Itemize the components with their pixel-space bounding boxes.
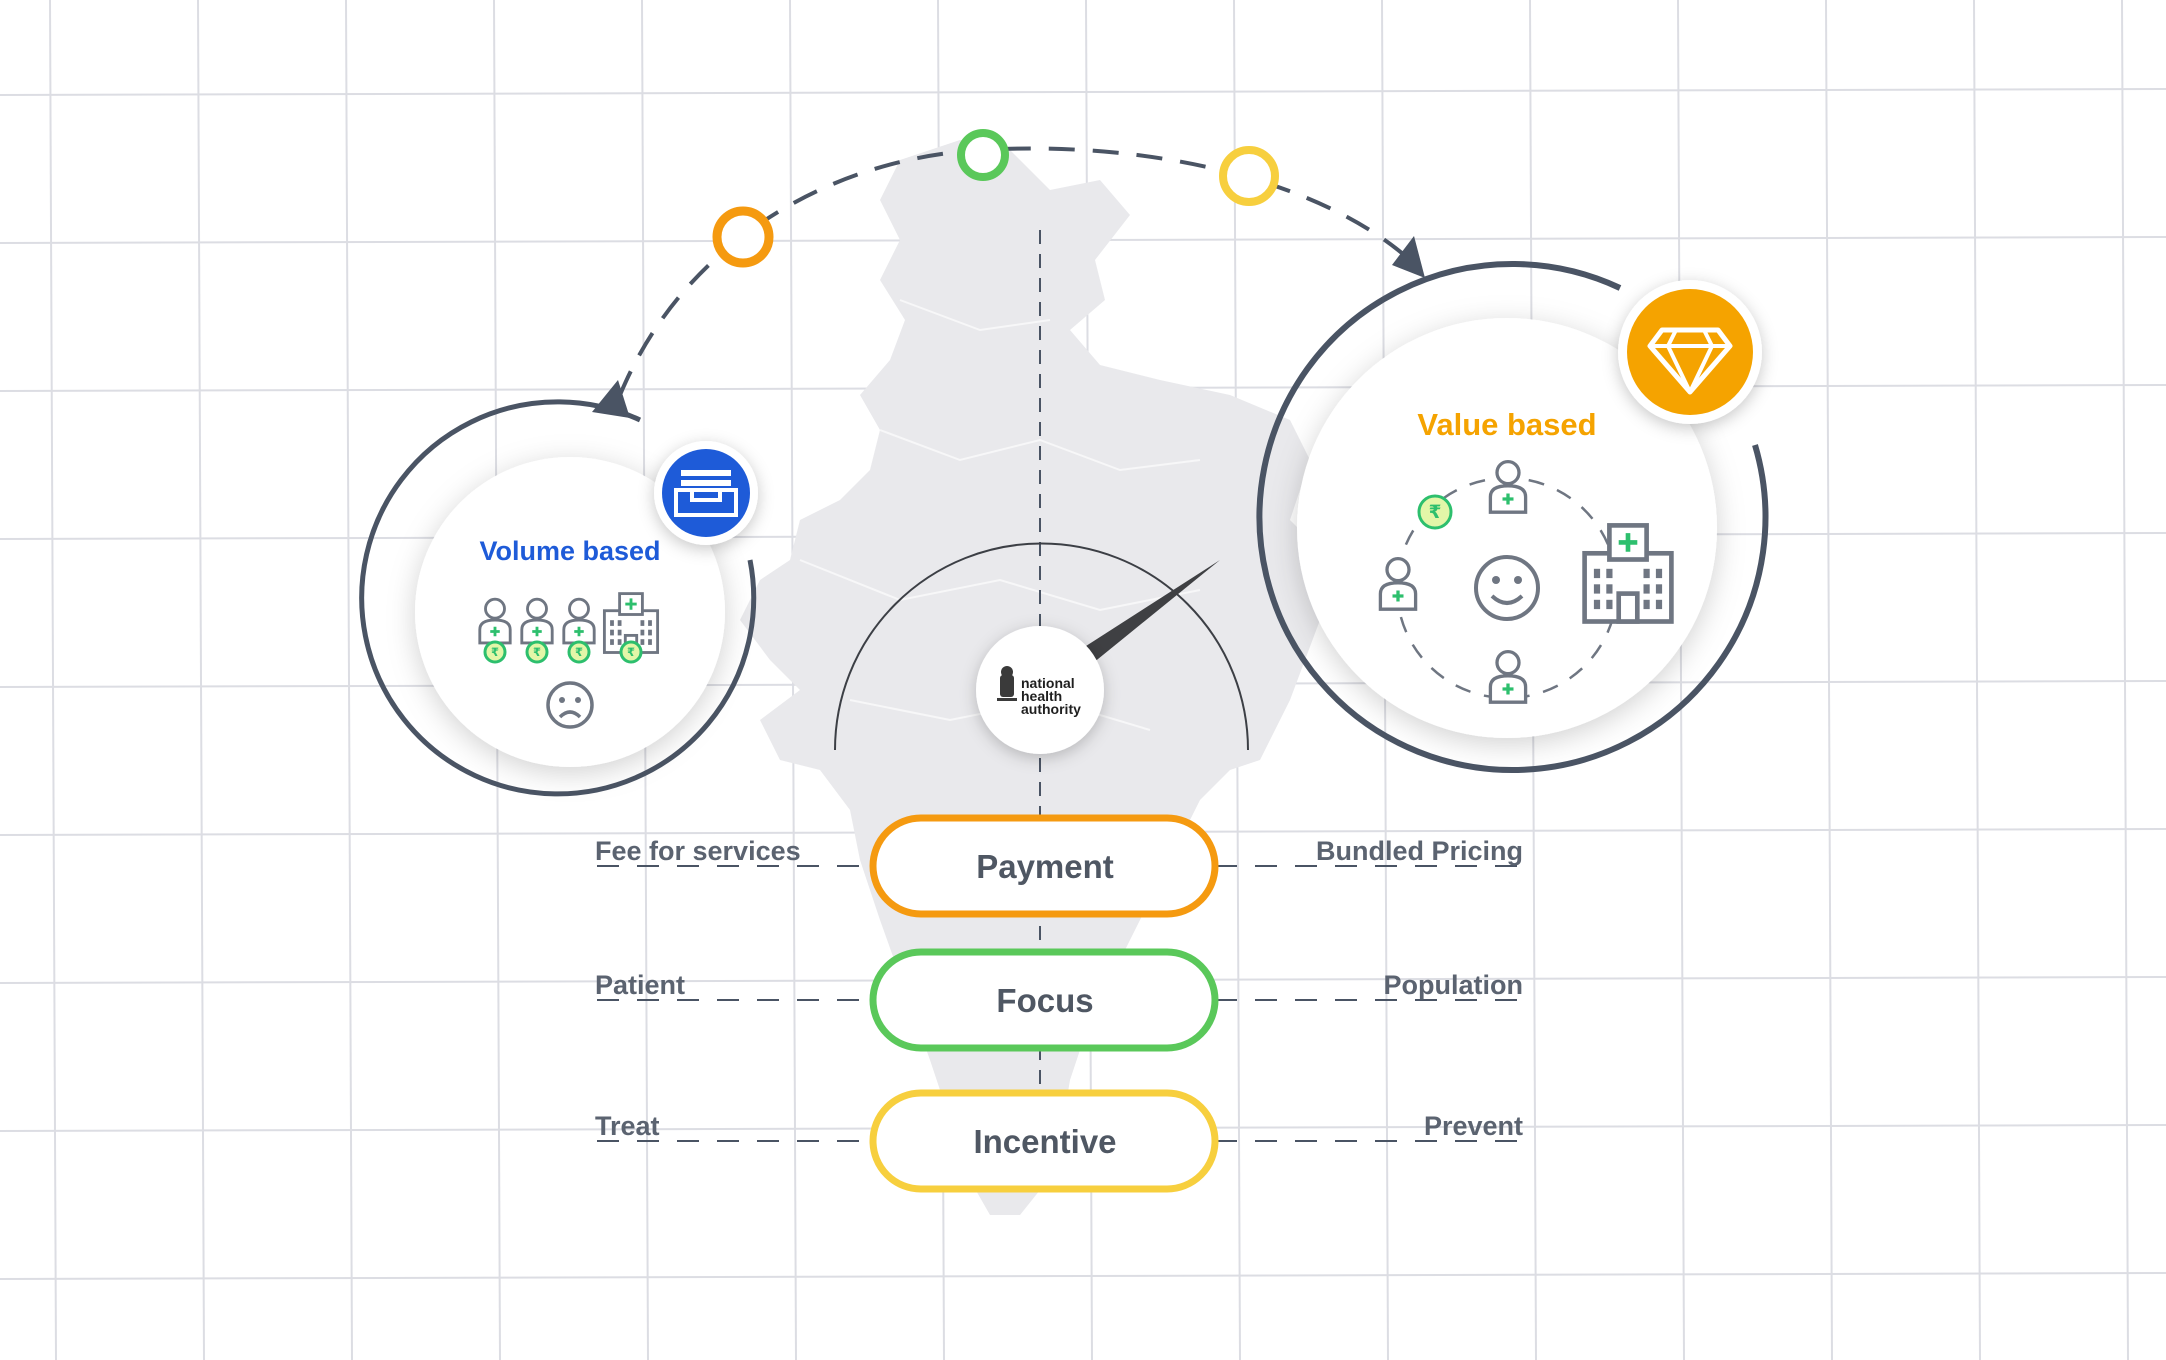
hospital-icon (1582, 523, 1674, 624)
volume-ring (359, 399, 757, 797)
arc-node-yellow (1219, 146, 1279, 206)
volume-side-label: Patient (595, 970, 685, 1000)
value-based-title: Value based (1417, 407, 1596, 442)
rupee-coin-icon: ₹ (567, 640, 591, 664)
svg-text:₹: ₹ (627, 645, 635, 659)
diamond-icon (1618, 280, 1762, 424)
volume-icons-group: ₹ ₹ ₹ ₹ (478, 592, 660, 664)
volume-based-circle: Volume based ₹ ₹ ₹ ₹ (359, 399, 758, 797)
value-side-label: Prevent (1424, 1111, 1523, 1141)
value-based-circle: Value based ₹ (1256, 261, 1769, 773)
grid-line (345, 0, 353, 1360)
row-payment: Payment Fee for services Bundled Pricing (595, 814, 1523, 918)
comparison-rows: Payment Fee for services Bundled PricingFo… (595, 814, 1523, 1193)
value-ring (1256, 261, 1769, 773)
grid-line (1825, 0, 1833, 1360)
smile-face-icon (1474, 555, 1540, 621)
national-emblem-icon (997, 666, 1017, 701)
arc-node-orange (712, 206, 774, 268)
arc-node-green (957, 129, 1009, 181)
logo-line-authority: authority (1021, 701, 1081, 717)
value-inner-circle (1297, 318, 1717, 738)
rupee-coin-icon: ₹ (619, 640, 643, 664)
doctor-icon (1488, 459, 1528, 514)
grid-line (0, 1272, 2166, 1280)
doctor-icon (1488, 649, 1528, 704)
value-icons-group: ₹ (1378, 459, 1674, 704)
row-focus: Focus Patient Population (595, 948, 1523, 1052)
doctor-icon (1378, 556, 1418, 611)
gauge-arc (834, 542, 1249, 751)
logo-line-health: health (1021, 688, 1062, 704)
right-arrowhead-icon (1392, 236, 1425, 278)
doctor-icon (562, 597, 596, 645)
row-incentive: Incentive Treat Prevent (595, 1089, 1523, 1193)
gauge-needle-icon (1072, 560, 1220, 672)
rupee-coin-icon: ₹ (1417, 494, 1453, 530)
grid-line (1973, 0, 1981, 1360)
center-pill (869, 1089, 1219, 1193)
grid-line (49, 0, 57, 1360)
doctor-icon (520, 597, 554, 645)
value-side-label: Population (1384, 970, 1523, 1000)
grid-line (1677, 0, 1685, 1360)
svg-text:₹: ₹ (491, 645, 499, 659)
volume-side-label: Fee for services (595, 836, 801, 866)
grid-line (2121, 0, 2129, 1360)
grid-line (197, 0, 205, 1360)
sad-face-icon (546, 681, 594, 729)
pill-label: Payment (976, 848, 1114, 885)
nha-logo: national health authority (976, 626, 1104, 754)
svg-text:₹: ₹ (575, 645, 583, 659)
grid-line (0, 88, 2166, 96)
logo-line-national: national (1021, 675, 1075, 691)
pill-label: Incentive (973, 1123, 1116, 1160)
inbox-tray-icon (654, 441, 758, 545)
rupee-coin-icon: ₹ (483, 640, 507, 664)
svg-text:₹: ₹ (533, 645, 541, 659)
volume-side-label: Treat (595, 1111, 660, 1141)
value-side-label: Bundled Pricing (1316, 836, 1523, 866)
doctor-icon (478, 597, 512, 645)
center-pill (869, 814, 1219, 918)
rupee-coin-icon: ₹ (525, 640, 549, 664)
svg-text:₹: ₹ (1429, 502, 1442, 523)
center-pill (869, 948, 1219, 1052)
pill-label: Focus (996, 982, 1093, 1019)
volume-based-title: Volume based (479, 536, 660, 566)
